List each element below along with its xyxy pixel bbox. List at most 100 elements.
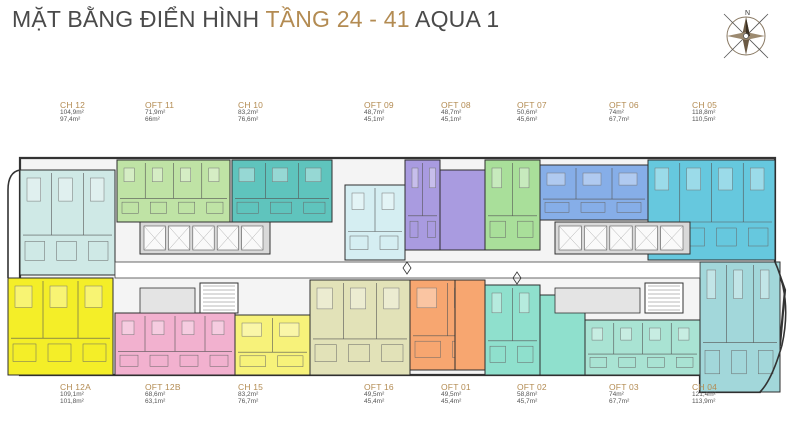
furniture [381,192,395,210]
furniture [49,285,68,308]
furniture [580,202,606,213]
unit-area-gross: 71,9m² [145,108,166,116]
elevator-cross [660,225,684,251]
balcony-left [7,169,21,278]
title-building: AQUA 1 [409,6,500,32]
furniture [491,292,502,314]
furniture [178,201,195,214]
furniture [303,201,326,214]
unit-area-net: 113,9m² [692,397,716,405]
furniture [649,327,661,341]
furniture [236,201,259,214]
furniture [119,354,139,367]
unit-area-net: 45,7m² [517,397,538,405]
unit-area-gross: 48,7m² [441,108,462,116]
furniture [678,327,690,341]
furniture [90,177,105,202]
unit-name: CH 05 [692,100,718,110]
furniture [277,355,304,367]
furniture [760,269,770,299]
furniture [180,167,191,182]
furniture [716,227,737,247]
unit-area-net: 101,8m² [60,397,84,405]
furniture [591,327,603,341]
furniture [121,320,135,335]
furniture [56,241,77,261]
furniture [179,354,199,367]
furniture [750,167,765,191]
furniture [733,269,743,299]
furniture [209,354,229,367]
unit-ch-10 [231,159,333,223]
unit-name: CH 12 [60,100,86,110]
unit-name: OFT 11 [145,100,175,110]
furniture [647,357,665,368]
furniture [241,322,262,337]
elevator-cross [217,225,239,251]
furniture [47,343,72,362]
furniture [582,172,602,186]
unit-area-net: 45,4m² [364,397,385,405]
unit-name: OFT 16 [364,382,394,392]
furniture [616,202,642,213]
unit-area-net: 76,6m² [238,115,259,123]
furniture [654,167,669,191]
furniture [24,241,45,261]
unit-area-net: 67,7m² [609,397,630,405]
furniture [411,167,419,189]
furniture [305,167,322,182]
elevator-cross [241,225,264,251]
furniture [546,172,566,186]
elevator-cross [143,225,166,251]
furniture [489,220,506,238]
unit-area-gross: 104,9m² [60,108,84,116]
unit-area-gross: 83,2m² [238,390,259,398]
unit-ch-12a [7,277,114,376]
unit-area-gross: 74m² [609,390,624,398]
unit-area-gross: 48,7m² [364,108,385,116]
unit-name: OFT 07 [517,100,547,110]
furniture [181,320,195,335]
center-marker [512,271,522,285]
title-prefix: MẶT BẰNG ĐIỂN HÌNH [12,6,266,32]
unit-area-net: 66m² [145,115,160,123]
furniture [519,292,530,314]
furniture [618,172,638,186]
elevator-cross [584,225,607,251]
furniture [758,350,774,375]
furniture [706,269,716,299]
furniture [618,357,636,368]
unit-oft-16 [309,279,411,376]
furniture [351,192,365,210]
utility-room [139,287,196,314]
unit-oft-01-extension [454,279,486,371]
furniture [82,343,107,362]
unit-name: OFT 06 [609,100,639,110]
furniture [489,345,506,363]
unit-name: OFT 01 [441,382,471,392]
furniture [383,287,400,310]
furniture [314,344,337,362]
furniture [519,167,530,189]
furniture [686,167,701,191]
center-marker [402,261,412,275]
furniture [544,202,570,213]
furniture [88,241,109,261]
furniture [58,177,73,202]
furniture [208,167,220,182]
furniture [151,320,165,335]
furniture [211,320,225,335]
furniture [152,167,163,182]
unit-name: OFT 09 [364,100,394,110]
furniture [704,350,720,375]
furniture [84,285,103,308]
